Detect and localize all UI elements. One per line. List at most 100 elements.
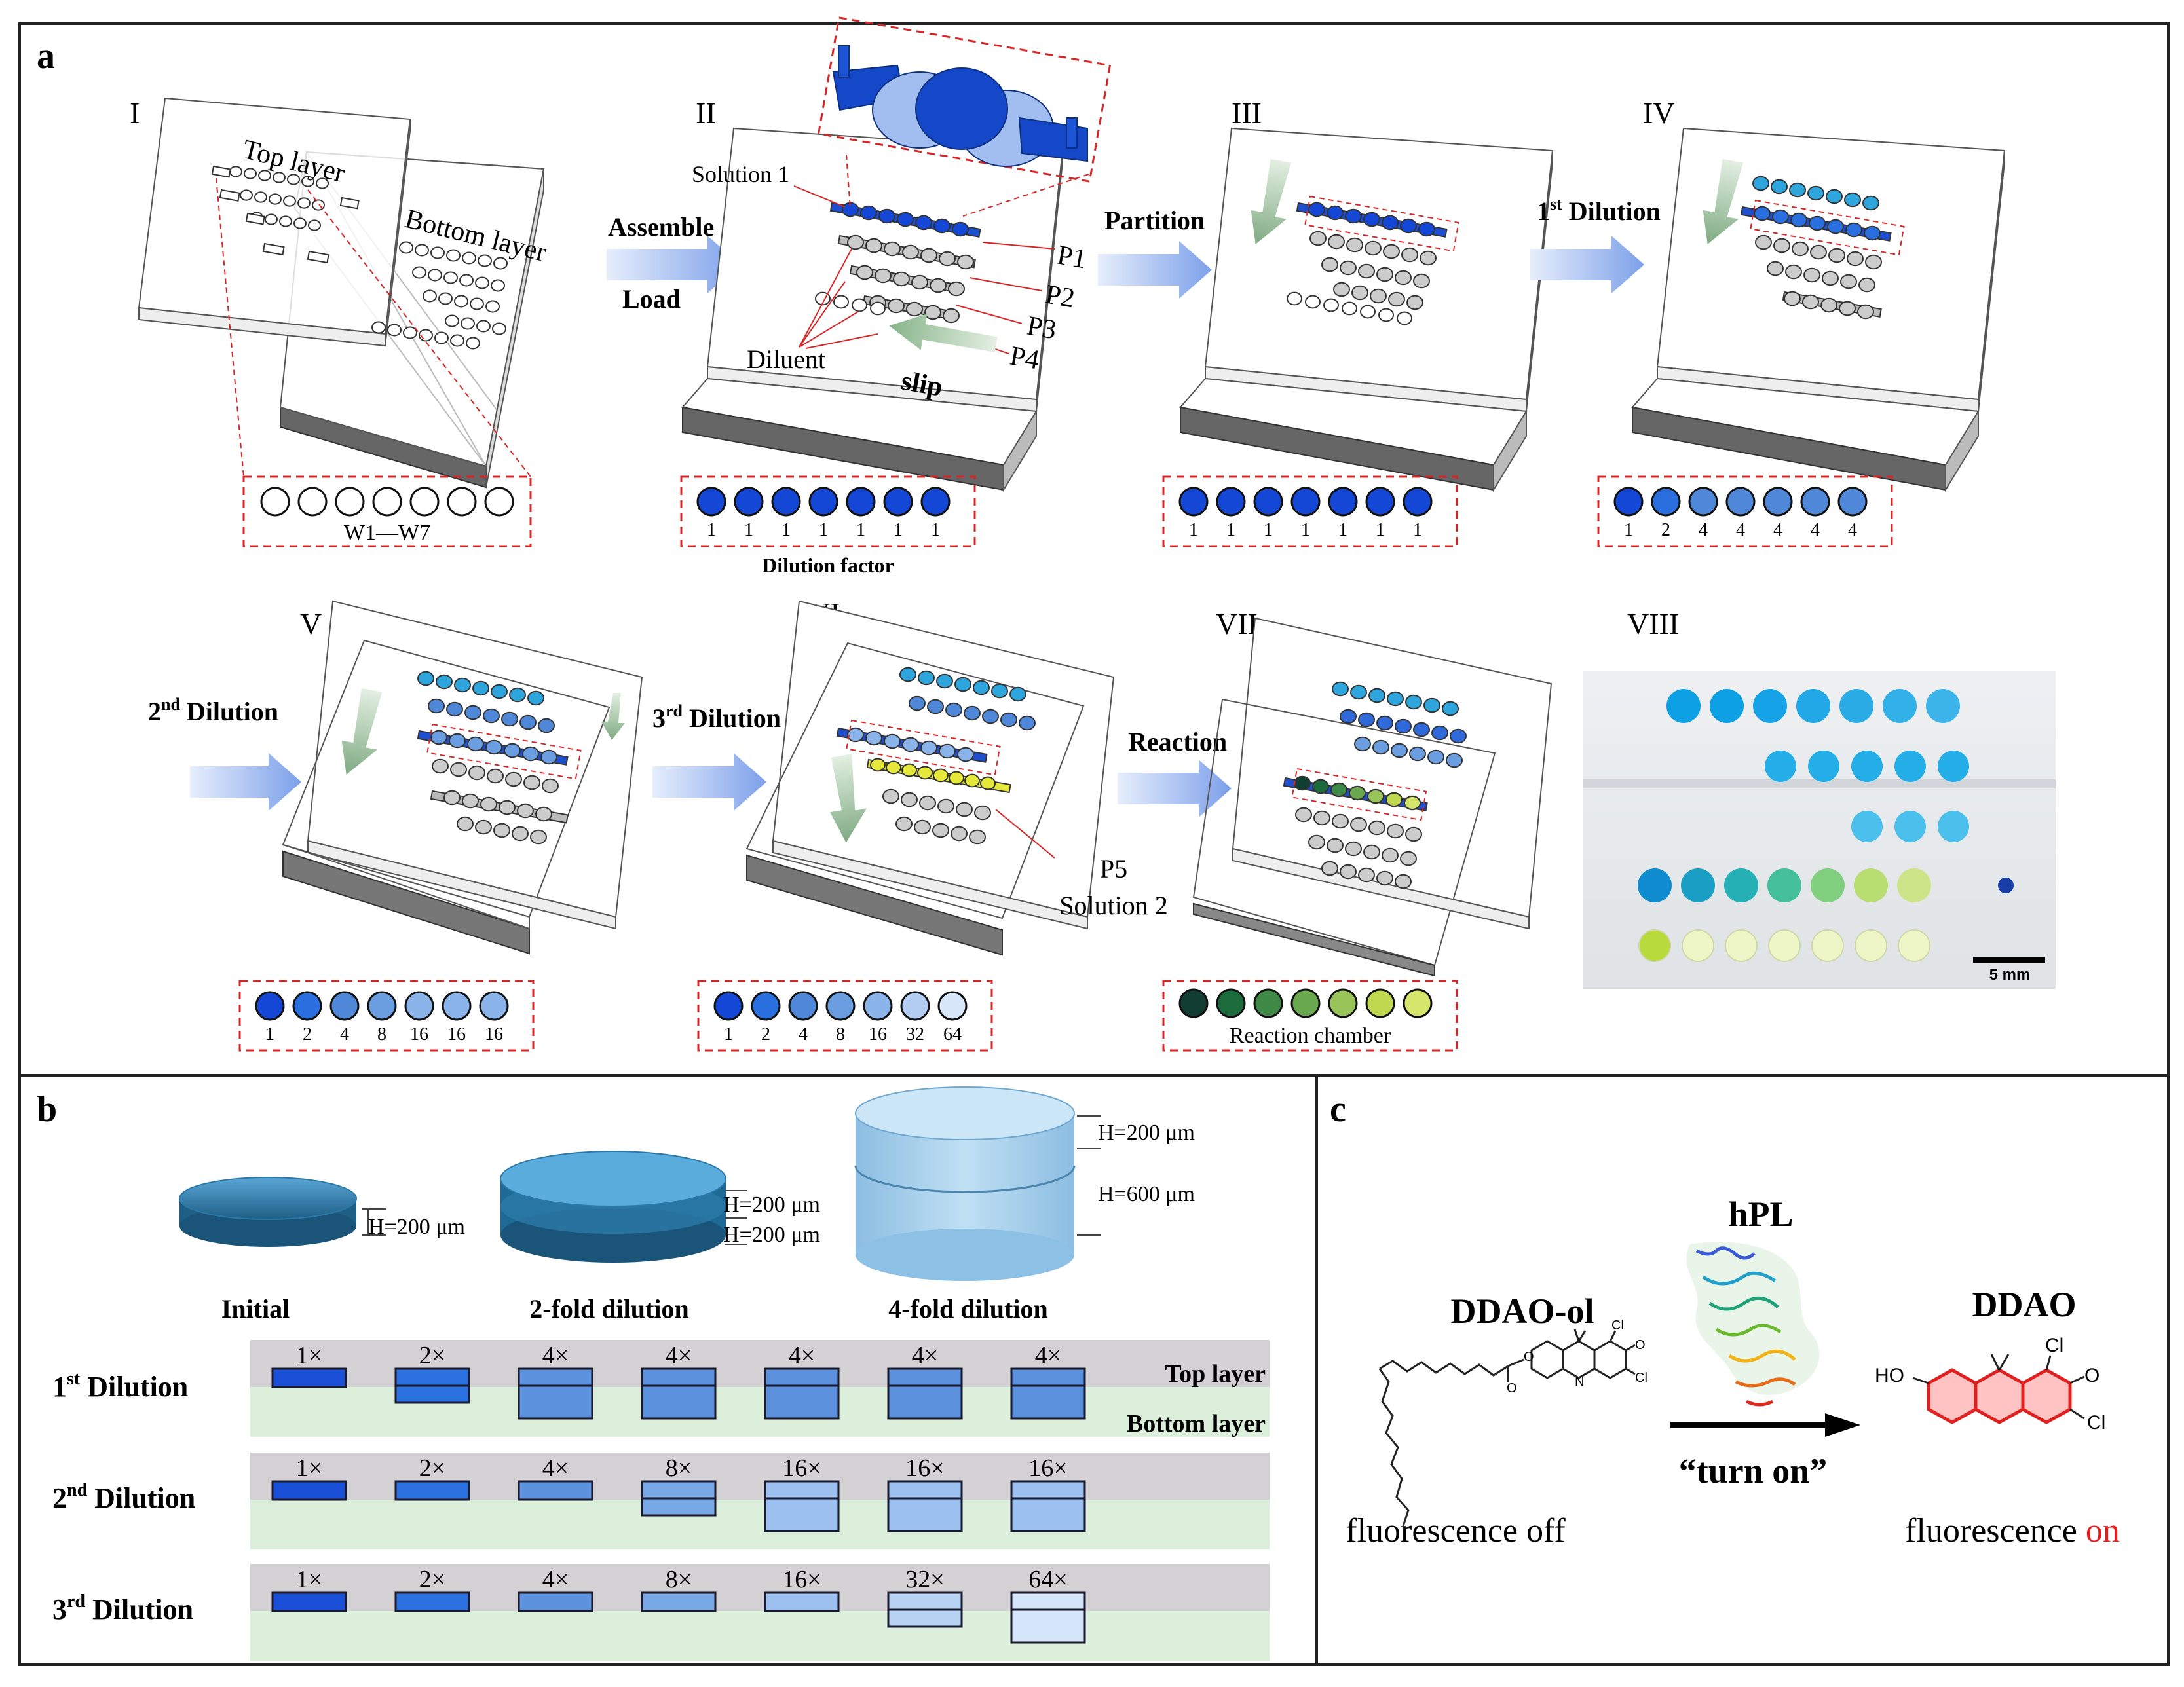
well-circle bbox=[292, 991, 322, 1021]
dilution-block bbox=[764, 1480, 840, 1532]
wells-box-step-6 bbox=[697, 980, 993, 1052]
chip-well bbox=[1752, 176, 1769, 191]
well-circle bbox=[1290, 487, 1321, 517]
chip-well bbox=[1427, 749, 1444, 765]
chip-well bbox=[870, 758, 886, 772]
chip-well bbox=[229, 166, 242, 177]
chip-well bbox=[1865, 254, 1882, 270]
photo-well bbox=[1767, 868, 1801, 902]
chip-well bbox=[1019, 715, 1036, 731]
well-circle bbox=[484, 487, 514, 517]
dilution-factor-value: 1× bbox=[296, 1566, 322, 1593]
well-circle bbox=[1178, 988, 1209, 1018]
arrow-2nd-dilution bbox=[190, 753, 301, 811]
p2-label: P2 bbox=[1043, 280, 1077, 314]
chip-step-3 bbox=[1179, 127, 1554, 492]
chip-well bbox=[899, 667, 916, 682]
chip-well bbox=[933, 768, 949, 783]
dilution-block bbox=[518, 1367, 593, 1420]
chip-well bbox=[1345, 208, 1362, 224]
chip-well bbox=[1395, 874, 1412, 889]
ddao-structure bbox=[1927, 1368, 2072, 1424]
well-circle bbox=[297, 487, 328, 517]
substrate-label: DDAO-ol bbox=[1451, 1291, 1594, 1331]
chip-well bbox=[240, 189, 253, 201]
atom-o: O bbox=[1524, 1350, 1534, 1364]
dilution-factor-value: 1 bbox=[1264, 520, 1273, 540]
well-circle bbox=[1365, 988, 1395, 1018]
chip-well bbox=[1809, 215, 1826, 231]
dilution-block bbox=[641, 1367, 717, 1420]
well-circle bbox=[1837, 487, 1868, 517]
chip-well bbox=[1754, 206, 1771, 221]
chip-well bbox=[450, 334, 464, 347]
chip-well bbox=[902, 737, 919, 752]
chip-well bbox=[1321, 257, 1338, 272]
panel-b-label: b bbox=[37, 1089, 57, 1130]
chip-well bbox=[1388, 291, 1405, 307]
chip-well bbox=[1368, 820, 1385, 836]
chip-well bbox=[860, 205, 877, 221]
chip-well bbox=[485, 300, 500, 313]
chip-channel bbox=[219, 189, 240, 202]
chip-well bbox=[1387, 823, 1404, 839]
photo-well bbox=[1724, 868, 1758, 902]
dilution-block bbox=[1010, 1591, 1086, 1644]
photo-well bbox=[1854, 868, 1888, 902]
chip-channel bbox=[262, 242, 285, 256]
dilution-factor-value: 1 bbox=[707, 520, 716, 540]
well-circle bbox=[696, 487, 726, 517]
chip-well bbox=[1382, 847, 1399, 863]
dilution-factor-value: 16× bbox=[1028, 1455, 1067, 1482]
chip-well bbox=[957, 254, 974, 270]
row-3-label: 3rd Dilution bbox=[52, 1591, 193, 1625]
atom-o: O bbox=[2084, 1365, 2099, 1386]
chip-well bbox=[454, 677, 471, 693]
well-circle bbox=[1216, 988, 1246, 1018]
chip-well bbox=[491, 684, 508, 699]
chip-well bbox=[906, 301, 923, 317]
photo-well bbox=[1883, 689, 1917, 723]
chip-well bbox=[1354, 736, 1371, 752]
chip-well bbox=[519, 714, 537, 730]
dilution-factor-value: 4× bbox=[789, 1342, 815, 1369]
dilution-factor-label: Dilution factor bbox=[762, 553, 894, 577]
well-circle bbox=[1328, 487, 1358, 517]
chip-well bbox=[969, 829, 986, 845]
fluorescence-on-label: fluorescence on bbox=[1905, 1512, 2120, 1549]
dilution-factor-value: 32× bbox=[905, 1566, 944, 1593]
dilution-factor-value: 1× bbox=[296, 1342, 322, 1369]
photo-well bbox=[1855, 929, 1887, 962]
chip-well bbox=[1295, 807, 1312, 823]
well-circle bbox=[404, 991, 434, 1021]
p3-label: P3 bbox=[1025, 311, 1059, 346]
chip-well bbox=[1418, 221, 1435, 237]
chip-well bbox=[939, 251, 956, 267]
chip-well bbox=[1313, 810, 1330, 826]
photo-well bbox=[1638, 929, 1671, 962]
well-circle bbox=[1365, 487, 1395, 517]
dilution-table: 1×2×4×4×4×4×4×1×2×4×8×16×16×16×1×2×4×8×1… bbox=[250, 1340, 1270, 1661]
cylinder-4-fold bbox=[854, 1086, 1076, 1281]
atom-cl: Cl bbox=[1635, 1371, 1647, 1385]
row-bottom-layer-label: Bottom layer bbox=[1127, 1410, 1266, 1437]
first-dilution-label: 1st Dilution bbox=[1537, 195, 1661, 226]
panel-a-label: a bbox=[37, 36, 55, 77]
well-circle bbox=[1651, 487, 1681, 517]
chip-well bbox=[1827, 219, 1844, 234]
chip-well bbox=[430, 730, 447, 745]
dilution-factor-value: 32 bbox=[906, 1024, 924, 1045]
chip-well bbox=[932, 823, 949, 838]
chip-channel bbox=[211, 165, 231, 178]
dilution-block bbox=[394, 1480, 470, 1501]
chip-well bbox=[492, 322, 506, 335]
reaction-label: Reaction bbox=[1128, 727, 1227, 756]
chip-well bbox=[870, 301, 886, 316]
chip-well bbox=[449, 733, 466, 749]
well-circle bbox=[447, 487, 477, 517]
dilution-factor-value: 8 bbox=[836, 1024, 845, 1045]
chip-well bbox=[852, 298, 867, 312]
fluorescence-off-label: fluorescence off bbox=[1346, 1512, 1566, 1549]
chip-well bbox=[540, 749, 557, 765]
dilution-factor-value: 16× bbox=[782, 1455, 821, 1482]
